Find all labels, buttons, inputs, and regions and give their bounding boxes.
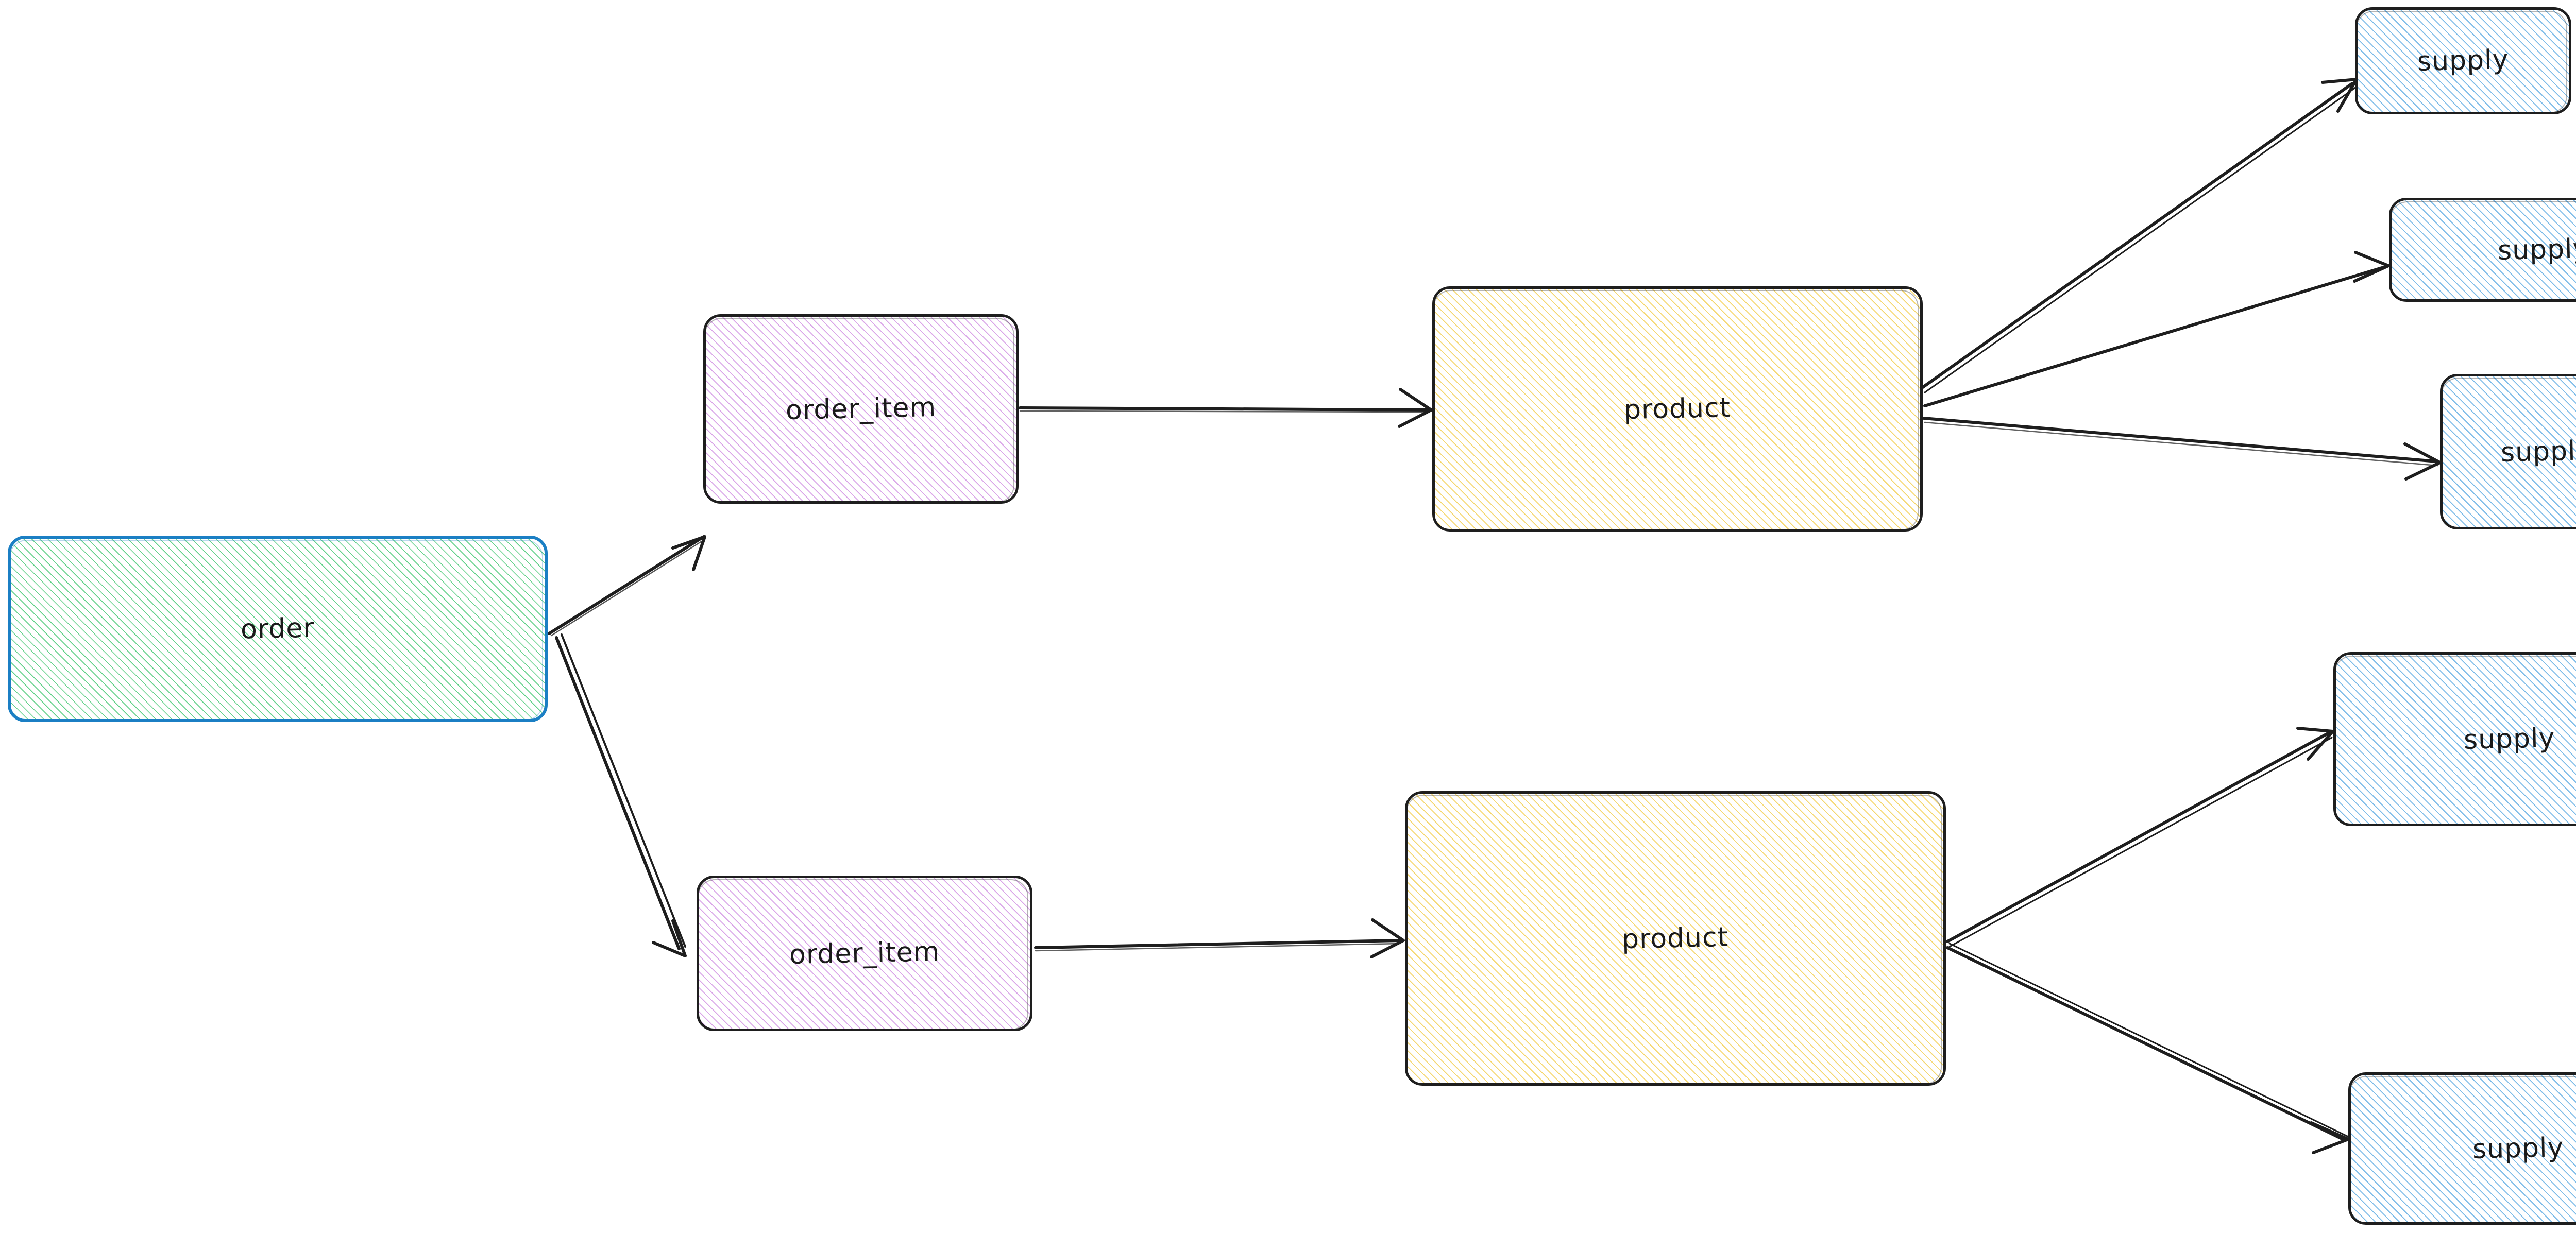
edge-product_2-to-supply_4 (1946, 727, 2334, 948)
node-label: supply (2463, 723, 2556, 756)
edge-order-to-order_item_1 (548, 535, 706, 637)
node-label: product (1621, 921, 1730, 955)
edge-order_item_2-to-product_2 (1034, 918, 1405, 958)
node-label: supply (2417, 44, 2510, 77)
hatch-fill (1435, 289, 1920, 529)
hatch-fill (2336, 655, 2576, 824)
hatch-fill (699, 878, 1030, 1029)
hatch-fill (2392, 200, 2576, 299)
hatch-fill (11, 539, 545, 719)
hatch-fill (2443, 376, 2576, 527)
edge-product_2-to-supply_5 (1946, 943, 2350, 1154)
node-label: order_item (785, 391, 937, 426)
edge-order_item_1-to-product_1 (1019, 388, 1433, 428)
edge-product_1-to-supply_3 (1922, 417, 2442, 481)
node-order-item-2[interactable]: order_item (697, 876, 1032, 1031)
node-supply-3[interactable]: supply (2440, 374, 2576, 529)
node-order-item-1[interactable]: order_item (703, 314, 1019, 504)
node-label: supply (2497, 233, 2576, 266)
node-supply-4[interactable]: supply (2333, 652, 2576, 826)
node-label: order (240, 612, 315, 645)
node-supply-2[interactable]: supply (2389, 198, 2576, 302)
hatch-fill (2351, 1075, 2576, 1222)
node-product-2[interactable]: product (1405, 791, 1946, 1086)
node-supply-1[interactable]: supply (2355, 7, 2571, 114)
node-product-1[interactable]: product (1432, 286, 1923, 532)
hatch-fill (2358, 10, 2569, 112)
node-label: supply (2472, 1132, 2565, 1165)
edge-order-to-order_item_2 (555, 633, 687, 957)
node-order[interactable]: order (8, 536, 548, 722)
node-label: order_item (789, 936, 940, 971)
hatch-fill (1408, 794, 1943, 1083)
edge-product_1-to-supply_2 (1923, 251, 2390, 407)
node-label: supply (2500, 435, 2576, 468)
hatch-fill (706, 317, 1016, 501)
node-label: product (1623, 392, 1732, 426)
edge-product_1-to-supply_1 (1921, 78, 2358, 393)
node-supply-5[interactable]: supply (2348, 1072, 2576, 1225)
